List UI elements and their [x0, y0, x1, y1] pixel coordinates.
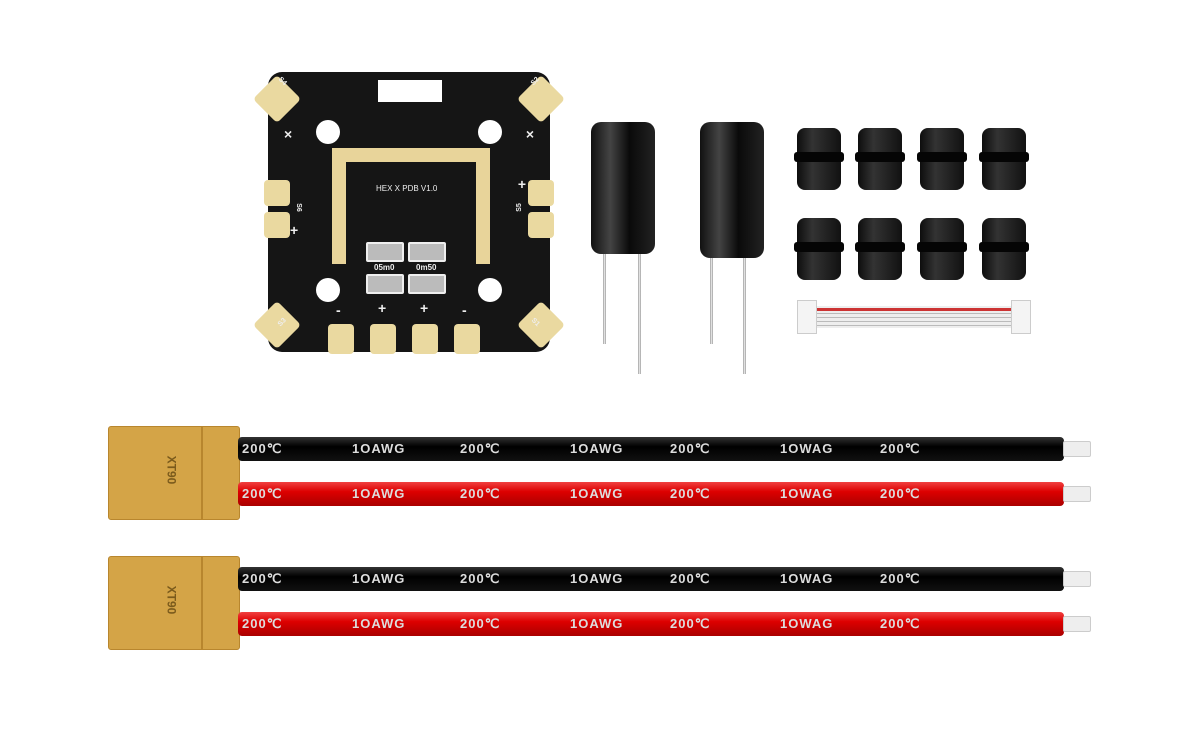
- pad: [516, 74, 566, 124]
- wire-label: 200℃: [670, 616, 711, 631]
- jst-wires: [817, 306, 1011, 328]
- x-mark: ×: [284, 126, 293, 142]
- wire-label: 200℃: [460, 616, 501, 631]
- capacitor: [591, 122, 655, 254]
- wire-label: 200℃: [670, 486, 711, 501]
- rubber-grommet: [855, 128, 905, 190]
- mount-hole: [316, 120, 340, 144]
- wire-label: 1OWAG: [780, 486, 834, 501]
- capacitor-leg: [603, 254, 606, 344]
- minus-mark: -: [462, 302, 467, 318]
- wire-label: 1OWAG: [780, 571, 834, 586]
- wire-label: 200℃: [670, 441, 711, 456]
- busbar: [476, 148, 490, 264]
- rubber-grommet: [794, 128, 844, 190]
- rubber-grommet: [917, 128, 967, 190]
- connector-notch: [378, 80, 442, 102]
- jst-cable: [797, 298, 1031, 336]
- red-wire: 200℃ 1OAWG 200℃ 1OAWG 200℃ 1OWAG 200℃: [238, 612, 1064, 636]
- wire-tip: [1063, 441, 1091, 457]
- wire-label: 200℃: [880, 616, 921, 631]
- pad: [264, 180, 290, 206]
- mount-hole: [478, 120, 502, 144]
- wire-label: 1OAWG: [570, 441, 624, 456]
- pad: [370, 324, 396, 354]
- wire-label: 200℃: [242, 486, 283, 501]
- pad: [412, 324, 438, 354]
- wire-label: 200℃: [460, 441, 501, 456]
- shunt: [366, 274, 404, 294]
- pad: [454, 324, 480, 354]
- plus-mark: +: [517, 176, 526, 192]
- plus-mark: +: [290, 222, 299, 238]
- wire-label: 200℃: [242, 441, 283, 456]
- wire-label: 1OAWG: [570, 486, 624, 501]
- wire-label: 1OAWG: [570, 571, 624, 586]
- wire-label: 1OWAG: [780, 616, 834, 631]
- pad: [252, 300, 302, 350]
- pad: [328, 324, 354, 354]
- capacitor-leg: [710, 258, 713, 344]
- rubber-grommet: [917, 218, 967, 280]
- mount-hole: [478, 278, 502, 302]
- wire-label: 1OAWG: [352, 571, 406, 586]
- shunt-label: 05m0: [374, 263, 395, 272]
- minus-mark: -: [336, 302, 341, 318]
- wire-tip: [1063, 571, 1091, 587]
- wire-label: 200℃: [460, 486, 501, 501]
- wire-label: 1OAWG: [352, 441, 406, 456]
- wire-label: 200℃: [880, 571, 921, 586]
- pdb-board: HEX X PDB V1.0 05m0 0m50 - + + - + + × ×…: [252, 72, 566, 354]
- wire-label: 200℃: [460, 571, 501, 586]
- rubber-grommet: [979, 218, 1029, 280]
- x-mark: ×: [525, 126, 534, 142]
- wire-label: 200℃: [242, 616, 283, 631]
- xt90-connector: XT90: [108, 426, 240, 520]
- black-wire: 200℃ 1OAWG 200℃ 1OAWG 200℃ 1OWAG 200℃: [238, 567, 1064, 591]
- pad: [516, 300, 566, 350]
- wire-label: 1OWAG: [780, 441, 834, 456]
- esc-label: S5: [516, 203, 524, 212]
- plus-mark: +: [420, 300, 429, 316]
- rubber-grommet: [855, 218, 905, 280]
- capacitor-leg: [638, 254, 641, 374]
- wire-tip: [1063, 616, 1091, 632]
- red-wire: 200℃ 1OAWG 200℃ 1OAWG 200℃ 1OWAG 200℃: [238, 482, 1064, 506]
- wire-label: 200℃: [880, 486, 921, 501]
- mount-hole: [316, 278, 340, 302]
- xt90-connector: XT90: [108, 556, 240, 650]
- connector-label: XT90: [164, 585, 179, 615]
- busbar: [332, 148, 490, 162]
- capacitor: [700, 122, 764, 258]
- shunt-label: 0m50: [416, 263, 437, 272]
- plus-mark: +: [378, 300, 387, 316]
- wire-label: 1OAWG: [352, 486, 406, 501]
- rubber-grommet: [979, 128, 1029, 190]
- black-wire: 200℃ 1OAWG 200℃ 1OAWG 200℃ 1OWAG 200℃: [238, 437, 1064, 461]
- shunt: [366, 242, 404, 262]
- wire-label: 1OAWG: [570, 616, 624, 631]
- jst-plug: [1011, 300, 1031, 334]
- capacitor-leg: [743, 258, 746, 374]
- pad: [528, 180, 554, 206]
- wire-label: 1OAWG: [352, 616, 406, 631]
- esc-label: S6: [294, 203, 302, 212]
- pad: [528, 212, 554, 238]
- jst-red-wire: [817, 308, 1011, 311]
- wire-label: 200℃: [670, 571, 711, 586]
- wire-label: 200℃: [242, 571, 283, 586]
- shunt: [408, 274, 446, 294]
- connector-label: XT90: [164, 455, 179, 485]
- rubber-grommet: [794, 218, 844, 280]
- wire-label: 200℃: [880, 441, 921, 456]
- jst-plug: [797, 300, 817, 334]
- wire-tip: [1063, 486, 1091, 502]
- board-title: HEX X PDB V1.0: [376, 184, 438, 193]
- shunt: [408, 242, 446, 262]
- busbar: [332, 148, 346, 264]
- pad: [264, 212, 290, 238]
